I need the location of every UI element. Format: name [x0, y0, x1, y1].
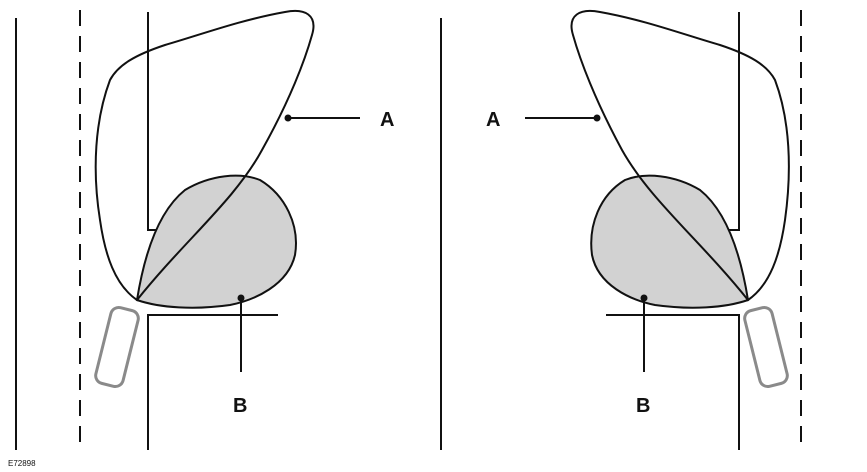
left-host-vehicle-rear-outline [147, 314, 278, 450]
right-panel: A B [486, 10, 802, 452]
left-callout-b-label: B [233, 395, 247, 417]
left-panel: A B [15, 10, 394, 452]
figure-reference-code: E72898 [8, 459, 36, 468]
left-overtaking-vehicle [94, 305, 140, 389]
left-blind-spot-zone [135, 174, 297, 309]
left-callout-a-label: A [380, 109, 394, 131]
right-overtaking-vehicle [743, 305, 789, 389]
left-mirror-field-of-view [94, 10, 315, 302]
right-host-vehicle-rear-outline [606, 314, 740, 450]
right-callout-b-label: B [636, 395, 650, 417]
right-blind-spot-zone [590, 174, 750, 309]
right-callout-a-label: A [486, 109, 500, 131]
right-mirror-field-of-view [570, 10, 790, 302]
